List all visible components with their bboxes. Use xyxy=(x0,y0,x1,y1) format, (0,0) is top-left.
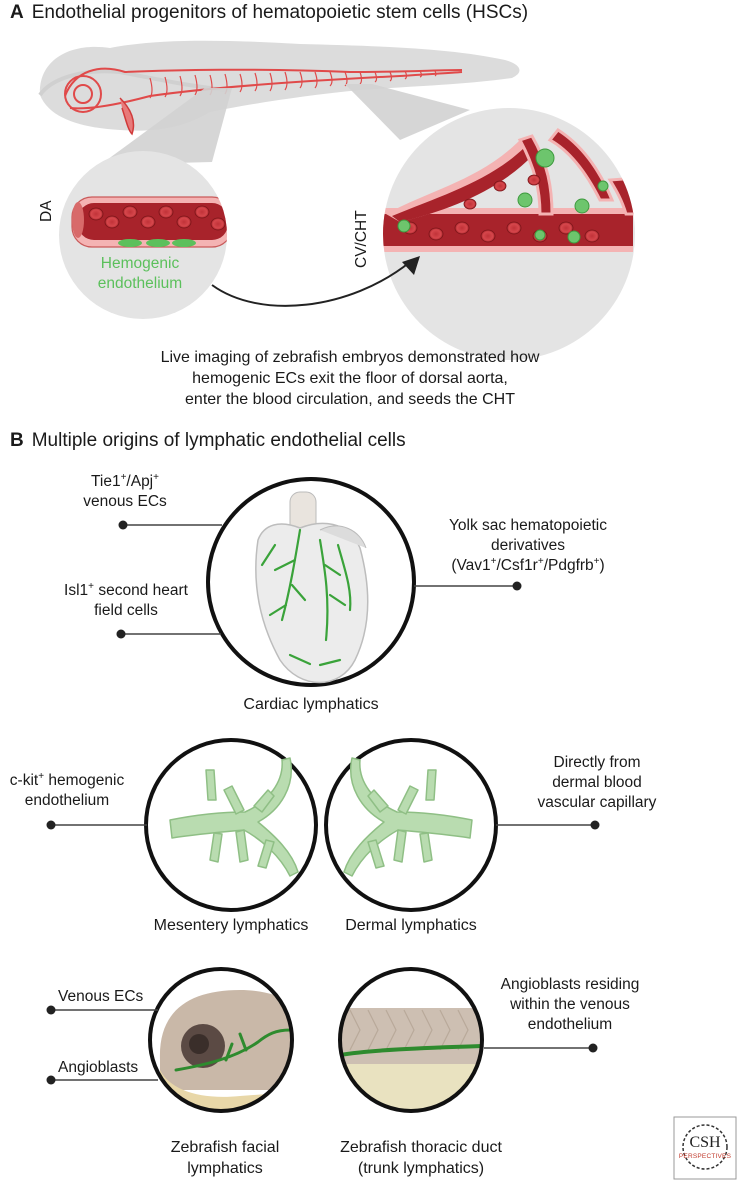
zf-facial-line2: lymphatics xyxy=(187,1160,263,1177)
angio-res-line2: within the venous xyxy=(510,996,630,1013)
angioblasts-residing-label: Angioblasts residing within the venous e… xyxy=(480,975,660,1035)
migration-arrowhead xyxy=(402,256,420,275)
directly-line1: Directly from xyxy=(553,754,641,771)
directly-line3: vascular capillary xyxy=(537,794,657,811)
panel-a-letter: A xyxy=(10,2,24,23)
cardiac-caption: Cardiac lymphatics xyxy=(243,696,379,713)
panel-b-title: Multiple origins of lymphatic endothelia… xyxy=(31,430,406,451)
zebrafish-facial-circle xyxy=(148,967,294,1113)
zebrafish-embryo-illustration xyxy=(38,40,520,136)
isl1-base: Isl1 xyxy=(64,582,89,599)
ckit-sup: + xyxy=(38,770,45,782)
connector-dot-ckit xyxy=(46,820,56,830)
zf-facial-line1: Zebrafish facial xyxy=(170,1139,280,1156)
ckit-rest: hemogenic xyxy=(44,772,125,789)
yolk-line3-sup3: + xyxy=(593,555,600,567)
tie1-sup: + xyxy=(120,471,127,483)
zebrafish-thoracic-circle xyxy=(338,967,484,1113)
field-cells-label: field cells xyxy=(94,602,158,619)
yolk-line3-b: /Csf1r xyxy=(496,557,538,574)
label-da: DA xyxy=(38,200,55,222)
connector-dot-tie1 xyxy=(118,520,128,530)
apj-base: /Apj xyxy=(126,473,154,490)
isl1-rest: second heart xyxy=(94,582,188,599)
mesentery-lymphatics-circle xyxy=(144,738,318,912)
logo-subtext: PERSPECTIVES xyxy=(678,1153,732,1160)
yolk-line3-sup1: + xyxy=(490,555,497,567)
connector-dot-directly xyxy=(590,820,600,830)
connector-dot-venous xyxy=(46,1005,56,1015)
connector-dot-yolk xyxy=(512,581,522,591)
dermal-caption: Dermal lymphatics xyxy=(345,917,477,934)
connector-dot-angioblasts xyxy=(46,1075,56,1085)
ckit-label: c-kit+ hemogenic endothelium xyxy=(0,771,134,811)
migration-arrow xyxy=(211,261,411,307)
panel-a-caption: Live imaging of zebrafish embryos demons… xyxy=(90,347,610,410)
tie1-apj-label: Tie1+/Apj+ venous ECs xyxy=(60,472,190,512)
yolk-line2: derivatives xyxy=(490,537,566,554)
angio-res-line1: Angioblasts residing xyxy=(500,976,640,993)
venous-ecs-label: venous ECs xyxy=(83,493,167,510)
zoom-wedge-da xyxy=(100,88,232,165)
tie1-base: Tie1 xyxy=(91,473,121,490)
yolk-line1: Yolk sac hematopoietic xyxy=(449,517,607,534)
zf-thoracic-line2: (trunk lymphatics) xyxy=(357,1160,485,1177)
connector-dot-angio-res xyxy=(588,1043,598,1053)
angioblasts-label: Angioblasts xyxy=(58,1059,139,1076)
yolk-sac-label: Yolk sac hematopoietic derivatives (Vav1… xyxy=(420,516,636,576)
label-cvcht: CV/CHT xyxy=(353,210,370,268)
panel-a-heading: A Endothelial progenitors of hematopoieti… xyxy=(10,2,528,24)
mesentery-caption: Mesentery lymphatics xyxy=(153,917,309,934)
dermal-lymphatics-circle xyxy=(324,738,498,912)
connector-dot-isl1 xyxy=(116,629,126,639)
isl1-label: Isl1+ second heart field cells xyxy=(44,581,208,621)
logo-text: CSH xyxy=(689,1134,721,1151)
panel-a-title: Endothelial progenitors of hematopoietic… xyxy=(31,2,529,23)
ckit-base: c-kit xyxy=(9,772,39,789)
yolk-line3-sup2: + xyxy=(537,555,544,567)
venous-ecs2-label: Venous ECs xyxy=(58,988,144,1005)
hemogenic-line2: endothelium xyxy=(97,275,183,292)
ckit-line2: endothelium xyxy=(24,792,110,809)
yolk-line3-a: (Vav1 xyxy=(451,557,491,574)
cardiac-lymphatics-circle xyxy=(206,477,416,687)
zf-facial-caption: Zebrafish facial lymphatics xyxy=(140,1137,310,1179)
panel-b-heading: B Multiple origins of lymphatic endotheli… xyxy=(10,430,406,452)
caption-line1: Live imaging of zebrafish embryos demons… xyxy=(160,349,540,366)
zf-thoracic-line1: Zebrafish thoracic duct xyxy=(340,1139,502,1156)
csh-perspectives-logo xyxy=(673,1116,737,1180)
cvcht-inset xyxy=(383,108,635,360)
hemogenic-endothelium-label: Hemogenic endothelium xyxy=(80,254,200,294)
isl1-sup: + xyxy=(88,580,95,592)
caption-line2: hemogenic ECs exit the floor of dorsal a… xyxy=(192,370,508,387)
yolk-line3-d: ) xyxy=(599,557,605,574)
caption-line3: enter the blood circulation, and seeds t… xyxy=(185,391,515,408)
angio-res-line3: endothelium xyxy=(527,1016,613,1033)
dorsal-aorta-inset xyxy=(59,151,227,319)
zoom-wedge-cvcht xyxy=(345,84,470,140)
apj-sup: + xyxy=(153,471,159,483)
zf-thoracic-caption: Zebrafish thoracic duct (trunk lymphatic… xyxy=(321,1137,521,1179)
hemogenic-line1: Hemogenic xyxy=(100,255,180,272)
panel-b-letter: B xyxy=(10,430,24,451)
directly-line2: dermal blood xyxy=(552,774,642,791)
yolk-line3-c: /Pdgfrb xyxy=(543,557,594,574)
directly-label: Directly from dermal blood vascular capi… xyxy=(522,753,672,813)
